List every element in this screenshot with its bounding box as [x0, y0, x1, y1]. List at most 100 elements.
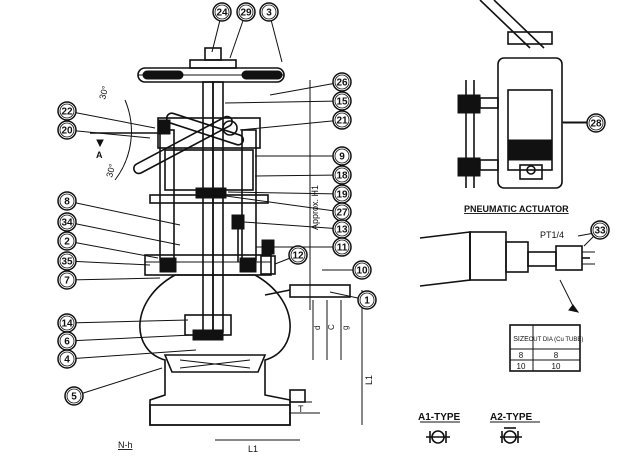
- callout-9: 9: [332, 146, 352, 166]
- side-fitting: [264, 284, 351, 403]
- callout-6: 6: [57, 331, 77, 351]
- callout-21: 21: [332, 110, 352, 130]
- callout-circle: [57, 251, 77, 271]
- callout-inner-ring: [592, 222, 608, 238]
- callout-circle: [586, 113, 606, 133]
- callout-inner-ring: [334, 167, 350, 183]
- callout-leader-line: [66, 200, 181, 226]
- callout-35: 35: [57, 251, 77, 271]
- callout-circle: [57, 231, 77, 251]
- callout-inner-ring: [59, 214, 75, 230]
- callout-leader-line: [66, 334, 193, 342]
- arrow-a-marker: [96, 139, 104, 148]
- callout-20: 20: [57, 120, 77, 140]
- callout-number: 9: [339, 152, 345, 163]
- callout-leader-line: [73, 367, 163, 397]
- callout-leader-line: [254, 174, 343, 177]
- callout-24: 24: [212, 2, 232, 22]
- callout-inner-ring: [334, 186, 350, 202]
- callout-leader-line: [269, 81, 343, 96]
- approx-h1-label: Approx. H1: [310, 185, 320, 230]
- size-table-cell: 8: [519, 351, 524, 360]
- callout-number: 20: [61, 126, 73, 137]
- size-table-header-size: SIZE: [513, 336, 529, 343]
- callout-number: 34: [61, 218, 73, 229]
- pneumatic-actuator: [457, 0, 587, 189]
- callout-22: 22: [57, 101, 77, 121]
- callout-leader-line: [66, 349, 197, 360]
- callout-circle: [357, 290, 377, 310]
- callout-leader-line: [66, 129, 151, 139]
- handwheel: [137, 47, 285, 83]
- angle-label-lower: 30°: [104, 162, 117, 178]
- callout-inner-ring: [238, 4, 254, 20]
- callout-inner-ring: [334, 148, 350, 164]
- callout-number: 15: [336, 97, 348, 108]
- callout-29: 29: [236, 2, 256, 22]
- callout-inner-ring: [59, 193, 75, 209]
- callout-inner-ring: [334, 93, 350, 109]
- arrow-a-label: A: [96, 150, 103, 160]
- callout-number: 8: [64, 197, 70, 208]
- callout-number: 29: [240, 8, 252, 19]
- callout-number: 18: [336, 171, 348, 182]
- callout-number: 13: [336, 225, 348, 236]
- callout-12: 12: [288, 245, 308, 265]
- callout-inner-ring: [59, 333, 75, 349]
- callout-13: 13: [332, 219, 352, 239]
- callout-leader-line: [243, 221, 343, 230]
- callout-8: 8: [57, 191, 77, 211]
- callout-10: 10: [352, 260, 372, 280]
- callout-circle: [57, 120, 77, 140]
- callout-number: 1: [364, 296, 370, 307]
- callout-inner-ring: [66, 388, 82, 404]
- callout-leader-line: [227, 191, 343, 195]
- callout-inner-ring: [59, 351, 75, 367]
- callout-leader-line: [66, 240, 159, 259]
- callout-33: 33: [590, 220, 610, 240]
- callout-circle: [57, 101, 77, 121]
- pneumatic-actuator-title: PNEUMATIC ACTUATOR: [464, 204, 569, 214]
- callout-inner-ring: [334, 74, 350, 90]
- size-table-header-dia: OUT DIA (Cu TUBE): [529, 337, 584, 343]
- callout-leader-line: [66, 221, 181, 246]
- nh-label: N-h: [118, 440, 133, 450]
- dim-d-label: d: [313, 326, 322, 330]
- callout-28: 28: [586, 113, 606, 133]
- callout-leader-line: [66, 110, 156, 129]
- callout-circle: [590, 220, 610, 240]
- callout-circle: [332, 146, 352, 166]
- callout-circle: [332, 165, 352, 185]
- callout-inner-ring: [59, 233, 75, 249]
- callout-inner-ring: [59, 315, 75, 331]
- callout-circle: [57, 349, 77, 369]
- callout-leader-line: [239, 119, 343, 131]
- callout-leader-line: [224, 100, 343, 104]
- callout-27: 27: [332, 202, 352, 222]
- callout-inner-ring: [59, 253, 75, 269]
- callout-circle: [64, 386, 84, 406]
- callout-leader-line: [66, 277, 161, 281]
- callout-5: 5: [64, 386, 84, 406]
- callout-number: 3: [266, 8, 272, 19]
- callout-number: 12: [292, 251, 304, 262]
- callout-circle: [57, 270, 77, 290]
- callout-circle: [332, 91, 352, 111]
- callout-number: 7: [64, 276, 70, 287]
- callout-circle: [212, 2, 232, 22]
- a1-type-label: A1-TYPE: [418, 412, 461, 423]
- dim-l1-side-label: L1: [364, 375, 374, 385]
- callout-circle: [236, 2, 256, 22]
- callout-circle: [332, 72, 352, 92]
- type-symbols: [420, 421, 540, 444]
- callout-inner-ring: [334, 239, 350, 255]
- angle-label-upper: 30°: [97, 84, 110, 100]
- callout-inner-ring: [588, 115, 604, 131]
- callout-circle: [57, 212, 77, 232]
- callout-3: 3: [259, 2, 279, 22]
- callout-inner-ring: [334, 112, 350, 128]
- callout-number: 2: [64, 237, 70, 248]
- callout-number: 28: [590, 119, 602, 130]
